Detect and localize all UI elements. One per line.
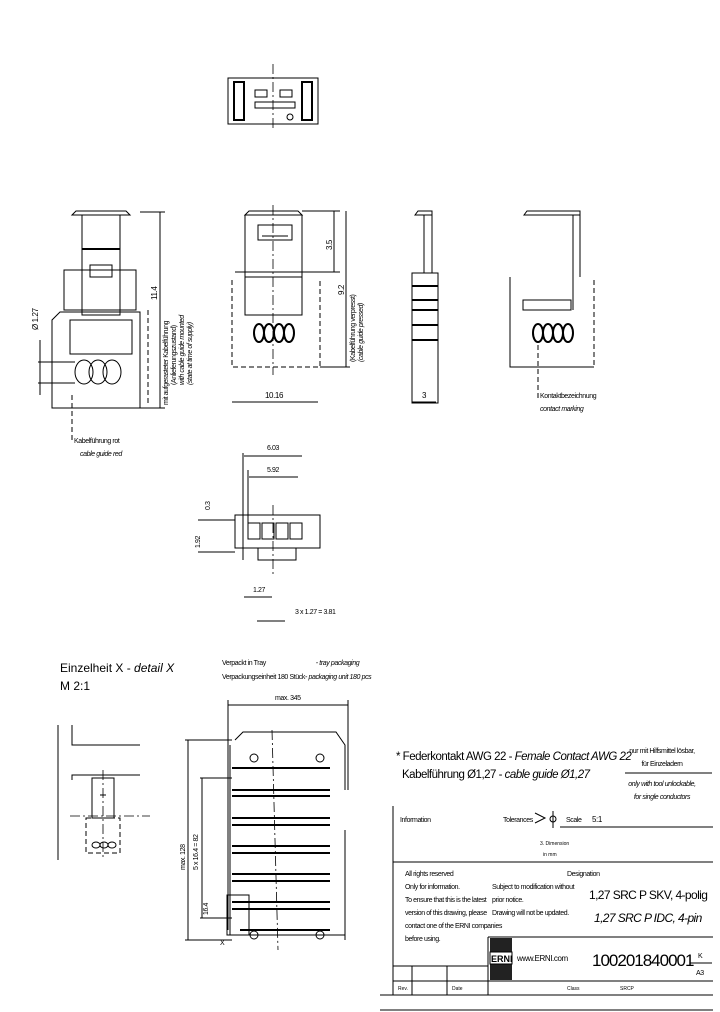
tool-note-de2: für Einzeladern [641, 761, 683, 768]
note-contact-marking-en: contact marking [540, 406, 584, 413]
rights-2: To ensure that this is the latest [405, 897, 487, 904]
dim-max-128: max. 128 [180, 844, 187, 870]
packaging-line1: Verpackt in Tray- tray packaging [222, 660, 360, 667]
note-mounted-de2: (Anlieferungszustand) [171, 325, 178, 385]
label-dimension-unit: in mm [543, 852, 557, 858]
note-guide-line: Kabelführung Ø1,27 - cable guide Ø1,27 [402, 769, 591, 781]
dim-11-4: 11.4 [150, 286, 159, 300]
note-mounted-de: mit aufgerasteter Kabelführung [163, 320, 170, 405]
label-designation: Designation [567, 871, 600, 878]
dim-cable-guide-dia: Ø 1.27 [31, 307, 40, 330]
front-view: 3.5 9.2 (Kabelführung verpresst) (cable … [231, 205, 365, 403]
dim-3: 3 [422, 391, 427, 400]
tool-note-de1: nur mit Hilfsmittel lösbar, [629, 748, 695, 755]
dim-5-92: 5.92 [267, 467, 280, 474]
label-information: Information [400, 817, 431, 824]
dim-1-27: 1.27 [253, 587, 266, 594]
tool-note-en1: only with tool unlockable, [628, 781, 696, 788]
dim-9-2: 9.2 [337, 284, 346, 295]
designation-en: 1,27 SRC P IDC, 4-pin [594, 911, 703, 925]
projection-symbol [534, 811, 557, 828]
dim-0-3: 0.3 [205, 501, 212, 510]
tray-rows [232, 767, 330, 931]
row-label-rev: Rev. [398, 986, 408, 992]
row-label-class: Class [567, 986, 580, 992]
bottom-view: 6.03 5.92 1.92 0.3 1.27 3 x 1.27 = 3.81 [195, 445, 336, 622]
detail-x: Einzelheit X - detail X M 2:1 [57, 661, 175, 860]
subject-1: prior notice. [492, 897, 524, 904]
rights-5: before using. [405, 936, 441, 943]
row-value-class: SRCP [620, 986, 635, 992]
subject-0: Subject to modification without [492, 884, 575, 891]
side-view-left: Ø 1.27 11.4 mit aufgerasteter Kabelführu… [31, 210, 194, 458]
note-mounted-en: with cable guide mounted [179, 314, 186, 385]
label-dimension: 3. Dimension [540, 841, 569, 847]
scale-value: 5:1 [592, 815, 603, 824]
sheet-index: K [698, 953, 703, 960]
rights-1: Only for information. [405, 884, 460, 891]
detail-title: Einzelheit X - detail X [60, 661, 175, 675]
detail-marker-x: X [220, 940, 225, 947]
subject-2: Drawing will not be updated. [492, 910, 569, 917]
side-view-right: 3 [411, 210, 439, 404]
dim-10-16: 10.16 [265, 391, 284, 400]
rear-view: Kontaktbezeichnung contact marking [509, 210, 597, 413]
dim-5x164: 5 x 16.4 = 82 [193, 834, 200, 870]
note-mounted-en2: (state at time of supply) [187, 322, 194, 385]
dim-max-345: max. 345 [275, 695, 301, 702]
rights-4: contact one of the ERNI companies [405, 923, 503, 930]
part-number: 100201840001 [592, 951, 694, 970]
note-cable-guide-red-de: Kabelführung rot [74, 438, 120, 445]
product-note: * Federkontakt AWG 22 - Female Contact A… [396, 748, 712, 801]
note-pressed-de: (Kabelführung verpresst) [350, 294, 357, 362]
dim-3x127: 3 x 1.27 = 3.81 [295, 609, 336, 616]
dim-1-92: 1.92 [195, 535, 202, 548]
note-contact-marking-de: Kontaktbezeichnung [540, 393, 597, 400]
note-cable-guide-red-en: cable guide red [80, 451, 123, 458]
designation-de: 1,27 SRC P SKV, 4-polig [589, 888, 707, 902]
erni-logo: ERNI [489, 938, 513, 980]
dim-6-03: 6.03 [267, 445, 280, 452]
title-block: Information Tolerances Scale 5:1 3. Dime… [380, 806, 713, 1011]
svg-text:ERNI: ERNI [491, 954, 513, 964]
packaging-line2: Verpackungseinheit 180 Stück- packaging … [222, 674, 372, 681]
dim-16-4: 16.4 [203, 902, 210, 915]
note-pressed-en: (cable guide pressed) [358, 303, 365, 362]
rights-3: version of this drawing, please [405, 910, 487, 917]
label-tolerances: Tolerances [503, 817, 534, 824]
rights-0: All rights reserved [405, 871, 454, 878]
label-scale: Scale [566, 817, 582, 824]
tray-view: Verpackt in Tray- tray packaging Verpack… [180, 660, 373, 951]
note-contact-line: * Federkontakt AWG 22 - Female Contact A… [396, 751, 632, 763]
dim-3-5: 3.5 [325, 239, 334, 250]
website-link[interactable]: www.ERNI.com [516, 954, 569, 963]
row-label-date: Date [452, 986, 463, 992]
sheet-format: A3 [696, 970, 704, 977]
top-view [227, 64, 319, 130]
tool-note-en2: for single conductors [634, 794, 691, 801]
detail-scale: M 2:1 [60, 679, 90, 693]
